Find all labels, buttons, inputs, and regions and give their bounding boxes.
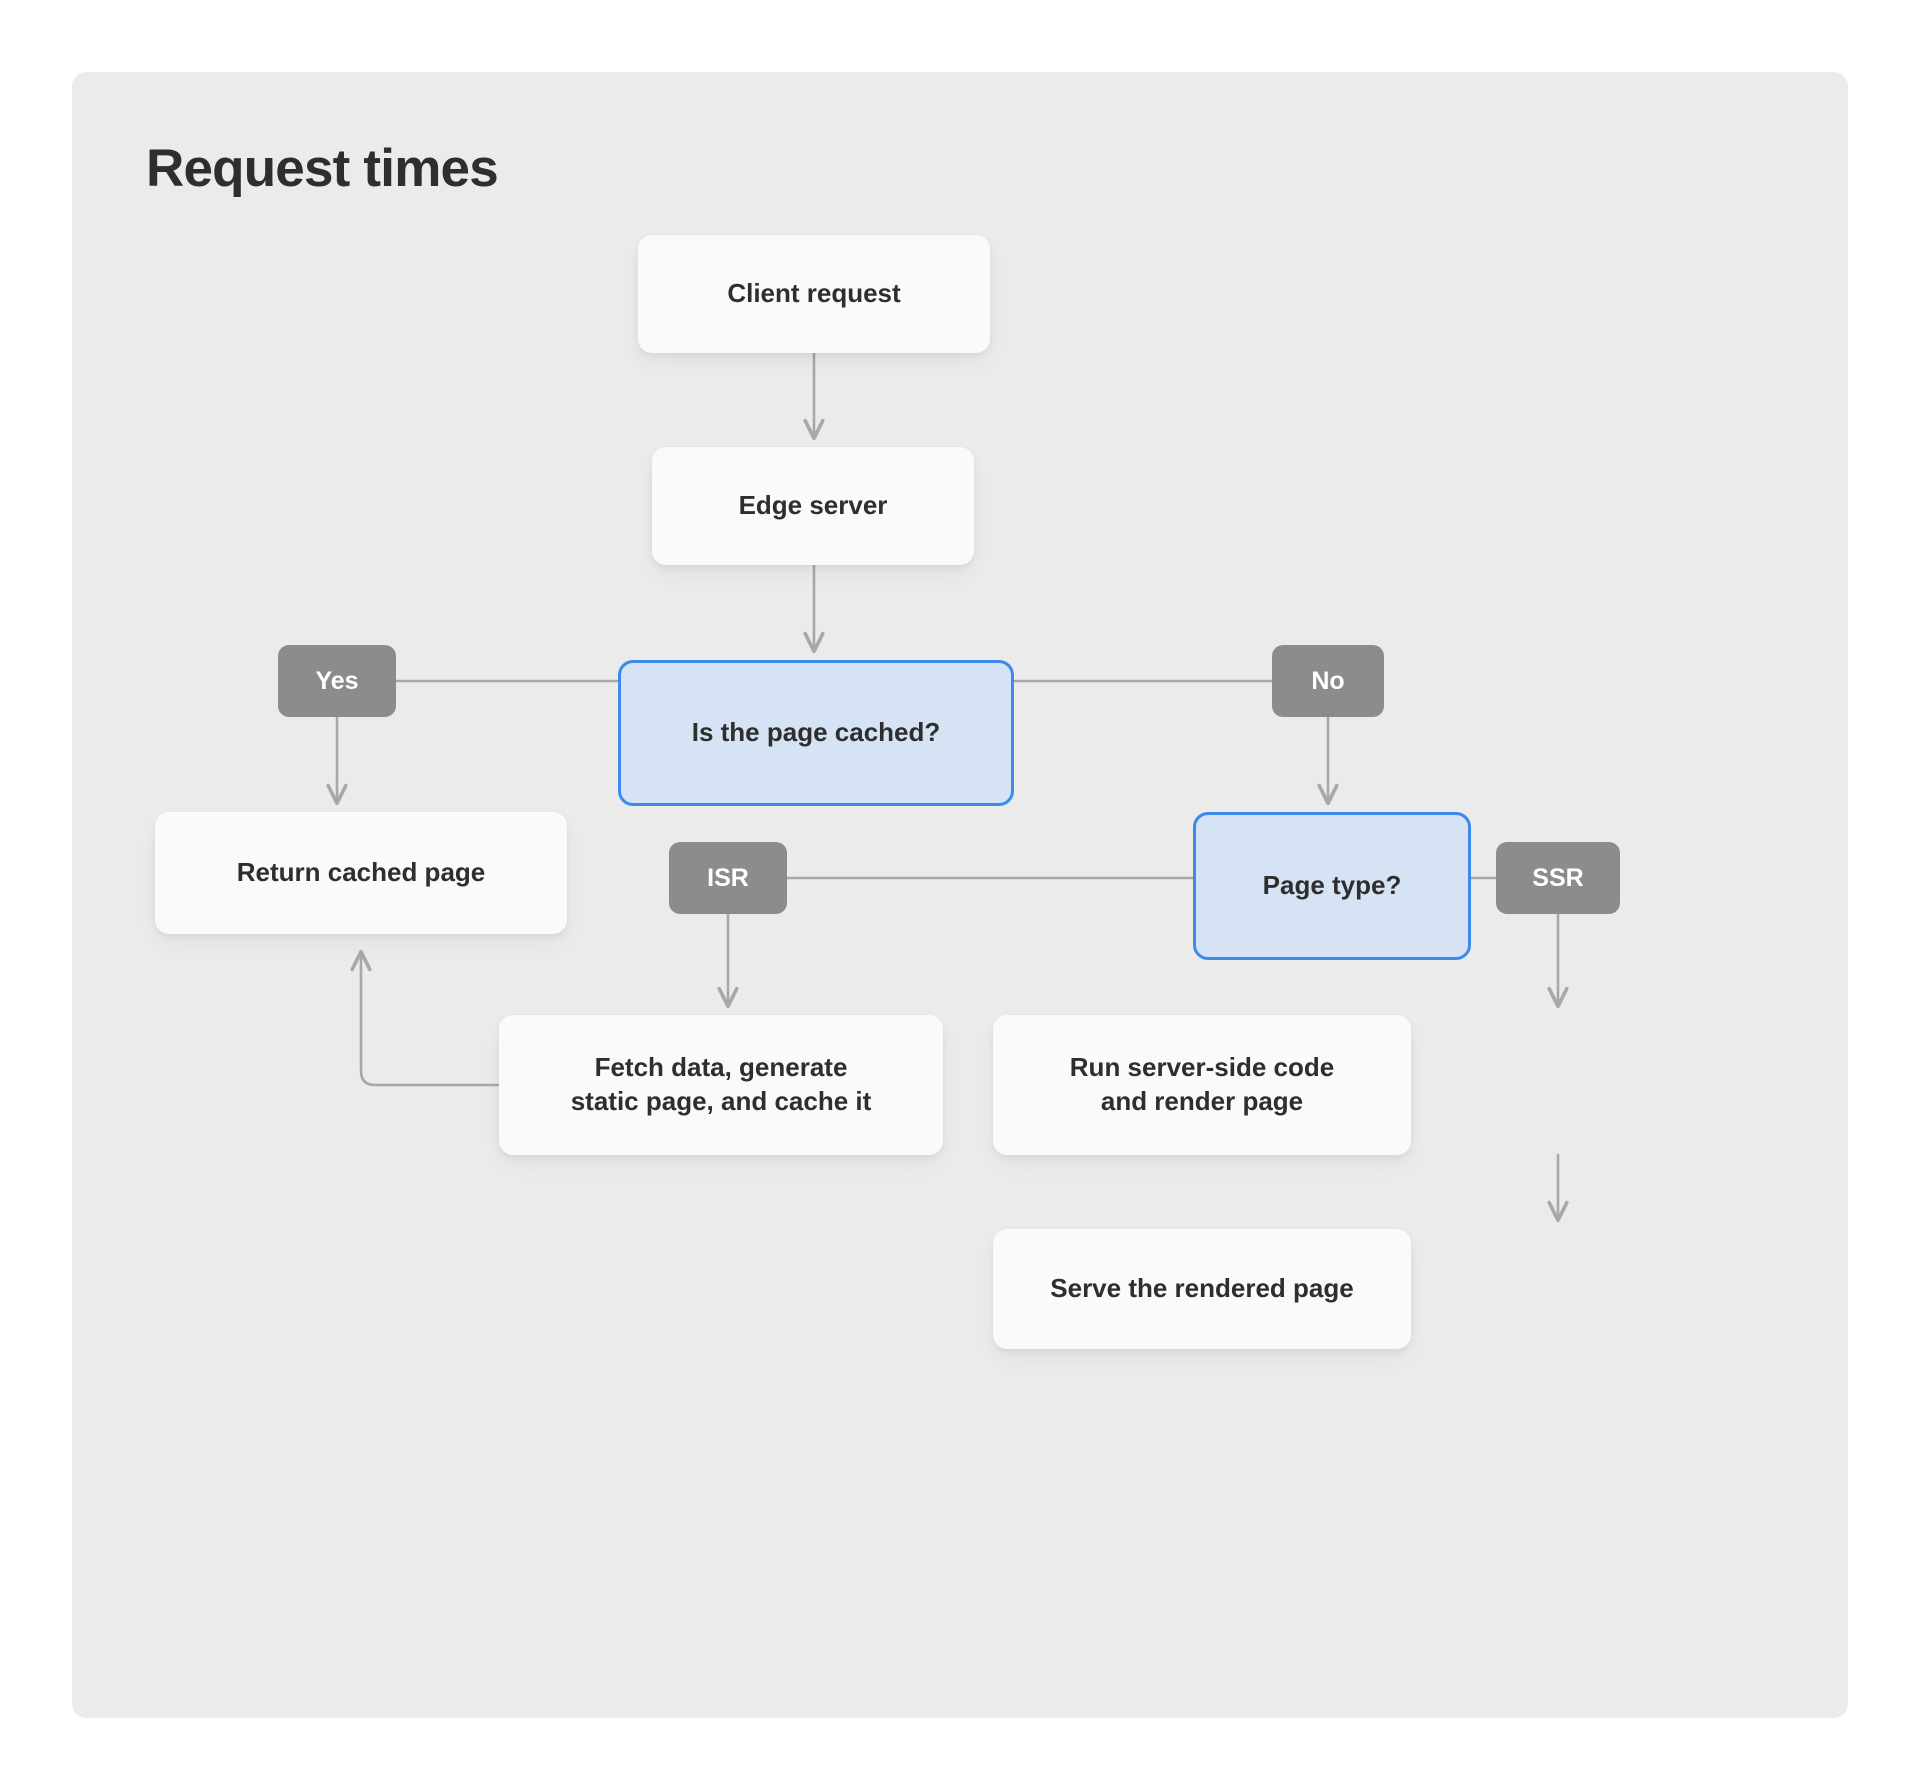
node-label: Serve the rendered page [1050, 1273, 1354, 1304]
edge-label-text: Yes [315, 666, 359, 695]
node-label: Page type? [1262, 870, 1402, 901]
page-title: Request times [146, 139, 499, 198]
edge-label-text: SSR [1532, 863, 1584, 892]
edge-label-ssr[interactable]: SSR [1496, 842, 1620, 914]
edge-label-no[interactable]: No [1272, 645, 1384, 717]
diagram-canvas: Request times [72, 72, 1848, 1718]
node-run-server-side-code[interactable]: Run server-side code and render page [993, 1015, 1411, 1155]
node-client-request[interactable]: Client request [638, 235, 990, 353]
edge-label-isr[interactable]: ISR [669, 842, 787, 914]
node-label: Edge server [738, 490, 888, 521]
edge-label-text: No [1311, 666, 1345, 695]
node-return-cached-page[interactable]: Return cached page [155, 812, 567, 934]
node-label: Return cached page [236, 857, 486, 888]
edge-label-text: ISR [707, 863, 749, 892]
node-is-page-cached[interactable]: Is the page cached? [618, 660, 1014, 806]
node-serve-rendered-page[interactable]: Serve the rendered page [993, 1229, 1411, 1349]
node-label: Run server-side code and render page [1069, 1052, 1335, 1116]
edge-fetch-to-return-cached [361, 952, 501, 1087]
node-edge-server[interactable]: Edge server [652, 447, 974, 565]
node-label: Client request [727, 278, 901, 309]
node-page-type[interactable]: Page type? [1193, 812, 1471, 960]
edge-label-yes[interactable]: Yes [278, 645, 396, 717]
node-label: Fetch data, generate static page, and ca… [570, 1052, 872, 1116]
node-fetch-generate-cache[interactable]: Fetch data, generate static page, and ca… [499, 1015, 943, 1155]
node-label: Is the page cached? [691, 717, 941, 748]
